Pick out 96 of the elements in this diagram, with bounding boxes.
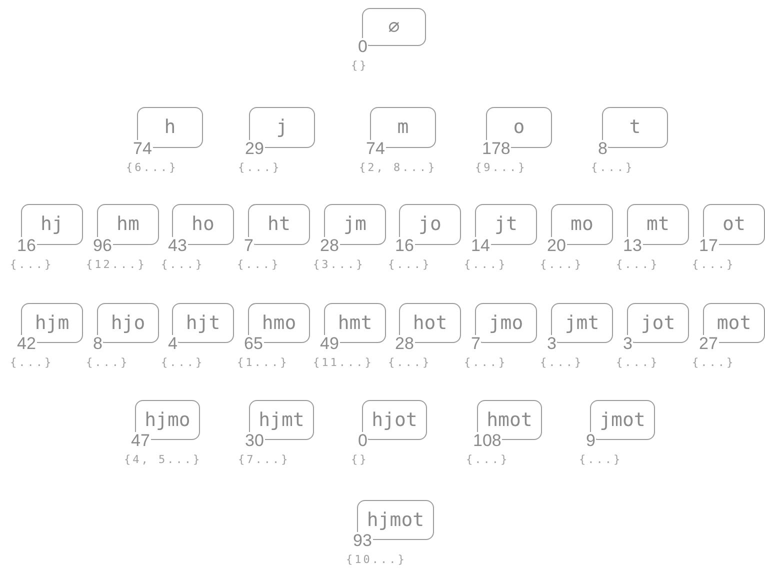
set-contents: {} [351, 454, 368, 465]
set-label: m [397, 118, 409, 137]
count-label: 3 [622, 335, 634, 352]
count-label: 178 [481, 140, 512, 157]
set-label: hjmt [258, 410, 304, 430]
set-contents: {...} [692, 357, 736, 368]
set-contents: {11...} [313, 357, 374, 368]
count-label: 7 [243, 237, 254, 254]
set-contents: {6...} [126, 162, 178, 173]
set-label: h [164, 118, 176, 137]
set-contents: {1...} [237, 357, 289, 368]
set-label: hjot [372, 410, 418, 430]
set-contents: {10...} [346, 554, 406, 565]
count-label: 8 [92, 335, 104, 352]
set-contents: {...} [591, 162, 634, 173]
count-label: 47 [130, 432, 151, 449]
set-label: jm [344, 215, 366, 234]
set-label: mo [570, 215, 594, 234]
count-label: 42 [16, 335, 37, 352]
set-label: hmt [338, 314, 372, 332]
set-contents: {4, 5...} [124, 454, 202, 465]
set-label: hj [40, 215, 64, 234]
set-label: hot [412, 314, 448, 332]
set-label: hjt [186, 314, 220, 332]
count-label: 4 [167, 335, 178, 352]
count-label: 108 [472, 432, 502, 449]
set-label: jt [494, 215, 518, 234]
count-label: 49 [319, 335, 340, 352]
set-contents: {...} [10, 357, 54, 368]
set-contents: {...} [388, 259, 432, 270]
set-contents: {12...} [86, 259, 146, 270]
count-label: 30 [244, 432, 265, 449]
set-contents: {...} [238, 162, 282, 173]
set-label: hjmo [144, 410, 190, 430]
set-contents: {...} [540, 259, 584, 270]
set-label: j [276, 118, 288, 137]
count-label: 93 [352, 532, 373, 549]
set-label: ∅ [388, 18, 400, 36]
count-label: 28 [319, 237, 340, 254]
count-label: 16 [16, 237, 37, 254]
set-contents: {...} [579, 454, 622, 465]
set-contents: {...} [388, 357, 432, 368]
set-label: t [629, 118, 641, 137]
set-label: jmot [600, 410, 646, 430]
count-label: 8 [597, 140, 608, 157]
set-contents: {...} [464, 259, 508, 270]
count-label: 17 [698, 237, 719, 254]
set-contents: {7...} [238, 454, 290, 465]
count-label: 28 [394, 335, 415, 352]
set-label: mt [646, 215, 670, 234]
count-label: 74 [132, 140, 153, 157]
set-label: jot [640, 314, 676, 332]
set-contents: {...} [692, 259, 736, 270]
set-label: hjo [110, 314, 146, 332]
count-label: 0 [357, 432, 368, 449]
set-contents: {2, 8...} [359, 162, 437, 173]
set-contents: {9...} [475, 162, 527, 173]
set-contents: {...} [616, 357, 660, 368]
count-label: 0 [357, 38, 368, 55]
count-label: 3 [546, 335, 558, 352]
set-label: jmt [564, 314, 600, 332]
count-label: 13 [622, 237, 643, 254]
set-contents: {...} [86, 357, 130, 368]
set-label: hmot [486, 410, 532, 430]
count-label: 7 [470, 335, 482, 352]
count-label: 74 [365, 140, 386, 157]
set-label: hmo [262, 314, 296, 332]
set-label: o [513, 118, 525, 137]
count-label: 65 [243, 335, 264, 352]
set-contents: {...} [237, 259, 280, 270]
count-label: 29 [244, 140, 265, 157]
set-contents: {...} [161, 357, 204, 368]
count-label: 9 [585, 432, 596, 449]
set-contents: {3...} [313, 259, 365, 270]
count-label: 20 [546, 237, 567, 254]
set-contents: {...} [540, 357, 584, 368]
set-contents: {...} [466, 454, 510, 465]
set-label: jo [418, 215, 442, 234]
count-label: 27 [698, 335, 719, 352]
count-label: 96 [92, 237, 113, 254]
count-label: 43 [167, 237, 188, 254]
set-label: hjm [34, 314, 70, 332]
set-label: ot [722, 215, 746, 234]
count-label: 14 [470, 237, 491, 254]
set-label: jmo [488, 314, 524, 332]
count-label: 16 [394, 237, 415, 254]
set-contents: {...} [10, 259, 54, 270]
set-label: mot [716, 314, 752, 332]
set-contents: {...} [616, 259, 660, 270]
set-contents: {...} [464, 357, 508, 368]
set-contents: {...} [161, 259, 204, 270]
set-label: hm [116, 215, 140, 234]
set-label: hjmot [366, 510, 424, 530]
set-contents: {} [351, 60, 368, 71]
set-label: ho [192, 215, 214, 234]
set-label: ht [268, 215, 290, 234]
